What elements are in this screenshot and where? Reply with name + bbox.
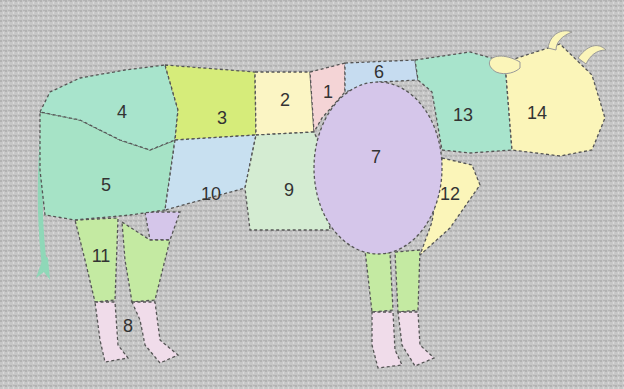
callout-number: 5 [101,176,111,194]
callout-number: 9 [284,181,294,199]
callout-number: 1 [323,83,333,101]
callout-number: 12 [440,185,460,203]
callout-number: 6 [374,63,384,81]
callout-number: 7 [371,148,381,166]
callout-number: 14 [527,104,547,122]
callout-number: 3 [217,109,227,127]
callout-number: 2 [280,91,290,109]
callout-number: 10 [201,185,221,203]
callout-number: 11 [92,247,111,265]
callout-number: 4 [117,103,127,121]
callout-number: 8 [123,317,133,335]
callout-number: 13 [453,106,473,124]
